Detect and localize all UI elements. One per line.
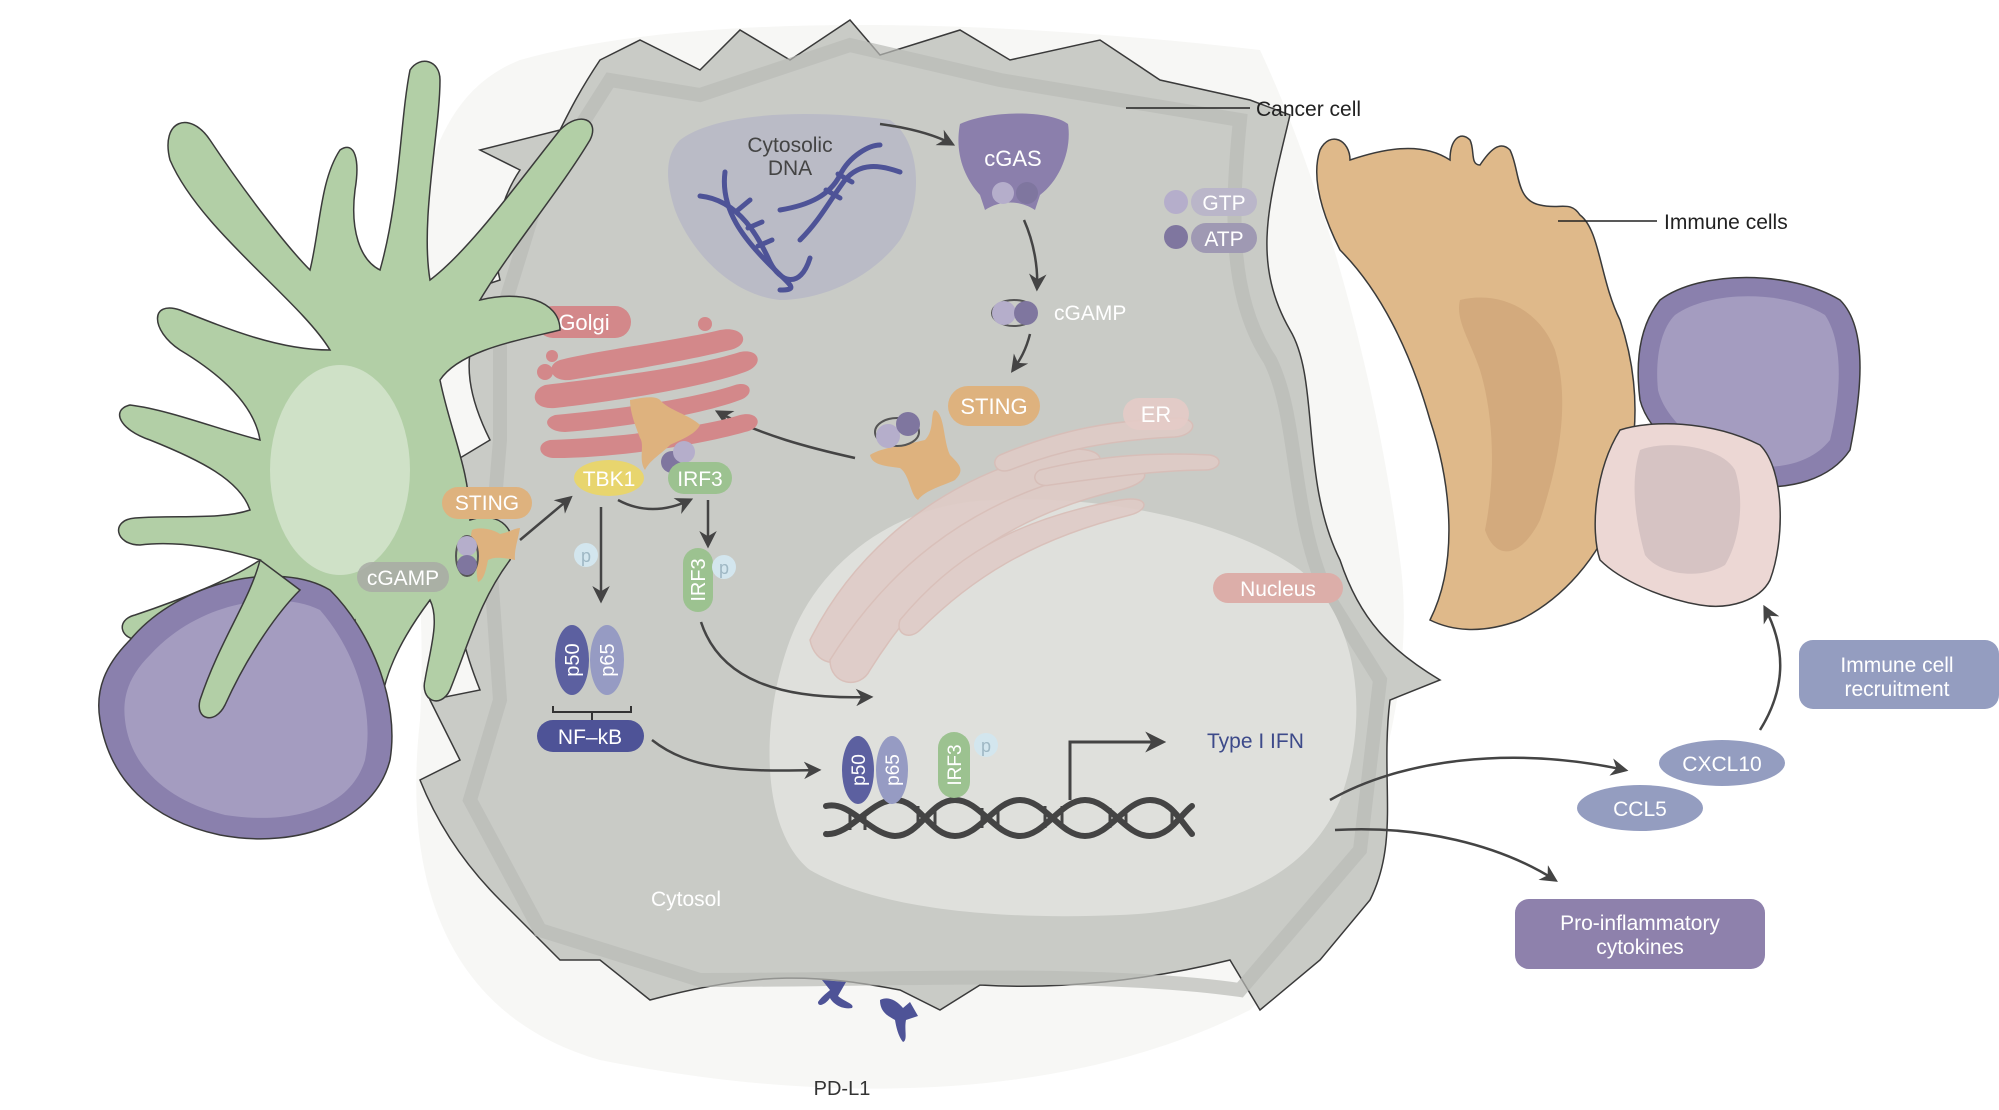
arrow-to-cytokines — [1334, 828, 1558, 882]
cytosolic-dna-helix-icon — [697, 142, 903, 293]
sting-label-bg — [948, 386, 1040, 426]
cgas-gtp-molecule — [992, 182, 1014, 204]
arrow-to-chemokines — [1329, 756, 1629, 802]
dendritic-sting-protein — [470, 528, 520, 582]
cgamp-molecule — [991, 299, 1038, 327]
nuclear-p50-subunit — [842, 736, 874, 804]
atp-legend-dot — [1164, 225, 1188, 249]
macrophage-nucleus — [1459, 297, 1563, 552]
cytosolic-dna-label-line2: DNA — [768, 157, 812, 180]
cancer-cell-label: Cancer cell — [1256, 98, 1361, 121]
nfkb-label: NF–kB — [558, 726, 622, 749]
dendritic-cell-arm — [198, 558, 302, 719]
ccl5-label: CCL5 — [1613, 798, 1667, 821]
nfkb-bracket — [552, 706, 632, 720]
irf3-factor — [668, 462, 732, 494]
gtp-legend-dot — [1164, 190, 1188, 214]
dendritic-pink-cell-nucleus — [1634, 445, 1741, 574]
arrow-dendritic-sting-to-tbk1 — [519, 495, 573, 541]
dendritic-sting-label: STING — [455, 492, 519, 515]
immune-recruitment-line2: recruitment — [1844, 678, 1949, 701]
tbk1-label: TBK1 — [583, 468, 636, 491]
arrow-cgas-to-cgamp — [1022, 219, 1047, 292]
immune-recruitment-line1: Immune cell — [1840, 654, 1953, 677]
p65-subunit — [590, 625, 624, 695]
sting-golgi-protein — [630, 397, 700, 470]
phosphate-icon — [574, 543, 598, 567]
arrow-nfkb-to-nucleus — [651, 739, 822, 780]
cxcl10-label: CXCL10 — [1682, 753, 1761, 776]
nuclear-irf3-phosphate-icon — [974, 733, 998, 757]
arrow-tbk1-to-irf3 — [617, 498, 694, 514]
cgamp-bound-sting-golgi — [661, 441, 695, 473]
immune-cells-label: Immune cells — [1664, 211, 1788, 234]
ccl5-chemokine — [1577, 785, 1703, 831]
sting-label: STING — [960, 394, 1027, 419]
pro-inflammatory-line1: Pro-inflammatory — [1560, 912, 1720, 935]
lymphocyte-purple-left-inner — [124, 600, 368, 818]
phosphate-label: p — [581, 546, 591, 566]
nuclear-dna-rungs — [848, 806, 1174, 830]
nucleus-label-bg — [1213, 573, 1343, 603]
dendritic-cgamp-label: cGAMP — [367, 567, 439, 590]
arrow-cgamp-to-sting — [1010, 333, 1032, 373]
er-label: ER — [1141, 402, 1172, 427]
arrow-to-immune-recruitment — [1758, 604, 1782, 731]
pdl1-receptor-icon — [818, 980, 918, 1042]
cgamp-bound-sting — [874, 412, 920, 448]
nucleus-label: Nucleus — [1240, 578, 1316, 601]
p50-label: p50 — [562, 643, 584, 676]
cgas-label: cGAS — [984, 146, 1041, 171]
dendritic-cell-nucleus — [270, 365, 410, 575]
arrow-dna-to-cgas — [879, 122, 956, 146]
nfkb-complex — [537, 720, 644, 752]
macrophage-cell — [1316, 135, 1636, 631]
dendritic-cgamp-label-bg — [357, 562, 449, 592]
dendritic-sting-label-bg — [442, 487, 532, 519]
endoplasmic-reticulum — [809, 417, 1220, 684]
type-i-ifn-label: Type I IFN — [1207, 730, 1304, 753]
p50-subunit — [555, 625, 589, 695]
nuclear-irf3-phosphate-label: p — [981, 736, 991, 756]
cgas-enzyme — [958, 113, 1069, 210]
pdl1-label: PD-L1 — [814, 1078, 871, 1100]
er-label-bg — [1123, 398, 1189, 430]
dendritic-cgamp-molecule — [455, 535, 479, 577]
nuclear-p65-label: p65 — [883, 754, 904, 786]
immune-cell-recruitment-box — [1799, 640, 1999, 709]
nuclear-irf3-factor — [938, 732, 970, 798]
irf3-p-label: IRF3 — [688, 558, 710, 601]
gtp-legend-badge — [1191, 188, 1257, 216]
pro-inflammatory-cytokines-box — [1515, 899, 1765, 969]
atp-label: ATP — [1204, 228, 1243, 251]
irf3-label: IRF3 — [677, 468, 723, 491]
p65-label: p65 — [597, 643, 619, 676]
nuclear-p50-label: p50 — [849, 754, 870, 786]
cxcl10-chemokine — [1659, 740, 1785, 786]
lymphocyte-purple-right-inner — [1657, 296, 1839, 467]
tbk1-kinase — [574, 460, 644, 496]
cgas-atp-molecule — [1016, 182, 1038, 204]
cytosolic-dna-label-line1: Cytosolic — [747, 134, 832, 157]
gtp-label: GTP — [1202, 192, 1245, 215]
arrow-irf3-to-nucleus — [699, 621, 874, 707]
golgi-label: Golgi — [558, 310, 609, 335]
pro-inflammatory-line2: cytokines — [1596, 936, 1684, 959]
sting-er-protein — [870, 410, 961, 500]
cgamp-label: cGAMP — [1054, 302, 1126, 325]
nuclear-irf3-label: IRF3 — [945, 744, 966, 785]
irf3-phosphate-label: p — [719, 558, 729, 578]
irf3-phosphorylated — [683, 548, 713, 612]
atp-legend-badge — [1191, 223, 1257, 253]
transcription-start-arrow — [1068, 731, 1167, 800]
irf3-phosphate-icon — [712, 555, 736, 579]
nuclear-p65-subunit — [876, 736, 908, 804]
cytosol-label: Cytosol — [651, 888, 721, 911]
nucleus — [769, 499, 1357, 917]
